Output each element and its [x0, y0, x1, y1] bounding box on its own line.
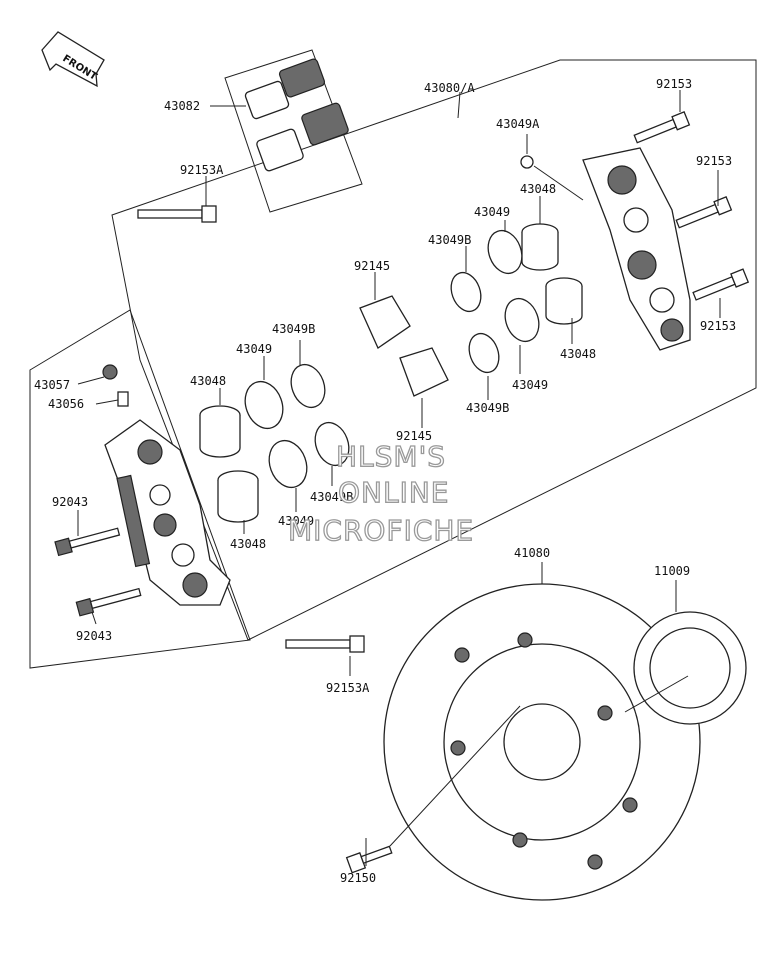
- watermark-line-2: ONLINE: [338, 476, 449, 509]
- bolt-92043-bottom: [75, 587, 142, 617]
- label-43049a: 43049A: [496, 117, 540, 131]
- leader-lines: [77, 90, 721, 866]
- right-caliper-half: [582, 147, 691, 351]
- label-43049-r1: 43049: [474, 205, 510, 219]
- bolt-92153-top: [633, 111, 691, 144]
- seal-set: [244, 229, 540, 489]
- gasket-11009: [633, 611, 747, 725]
- piston-right-lower: [545, 277, 583, 325]
- bolt-92150: [345, 845, 393, 874]
- bolt-92153a-bottom: [285, 635, 365, 653]
- brake-disc: [383, 583, 701, 901]
- label-43048-l2: 43048: [230, 537, 266, 551]
- piston-left-upper: [199, 405, 241, 458]
- assembly-outline-right: [111, 59, 757, 641]
- watermark-line-1: HLSM'S: [336, 440, 446, 473]
- label-43056: 43056: [48, 397, 84, 411]
- label-43049-r2: 43049: [512, 378, 548, 392]
- bolt-92153-lower: [692, 268, 750, 301]
- label-92153-2: 92153: [696, 154, 732, 168]
- label-92043-2: 92043: [76, 629, 112, 643]
- bleeder-cap-43057: [102, 364, 118, 380]
- label-92153-1: 92153: [656, 77, 692, 91]
- watermark-line-3: MICROFICHE: [288, 514, 474, 547]
- label-43048-l1: 43048: [190, 374, 226, 388]
- label-43049-l2: 43049: [278, 514, 314, 528]
- label-43057: 43057: [34, 378, 70, 392]
- label-43049b-r1: 43049B: [428, 233, 471, 247]
- bolt-92153-middle: [675, 196, 733, 229]
- piston-left-lower: [217, 470, 259, 523]
- label-43082: 43082: [164, 99, 200, 113]
- label-43048-r1: 43048: [520, 182, 556, 196]
- label-92153-3: 92153: [700, 319, 736, 333]
- label-92145-top: 92145: [354, 259, 390, 273]
- bolt-92153a-top: [137, 205, 217, 223]
- piston-right-upper: [521, 223, 559, 271]
- label-43080a: 43080/A: [424, 81, 475, 95]
- pad-spring-upper: [359, 295, 411, 349]
- left-caliper-half: [104, 419, 231, 606]
- label-43049-l1: 43049: [236, 342, 272, 356]
- assembly-outline-left: [29, 309, 251, 669]
- front-arrow-icon: FRONT: [41, 31, 105, 88]
- brake-pad-set: [224, 49, 363, 213]
- label-43049b-l1: 43049B: [272, 322, 315, 336]
- label-41080: 41080: [514, 546, 550, 560]
- label-92145-bot: 92145: [396, 429, 432, 443]
- washer-43049a: [520, 155, 534, 169]
- label-11009: 11009: [654, 564, 690, 578]
- bolt-92043-top: [54, 527, 121, 557]
- label-43049b-l2: 43049B: [310, 490, 353, 504]
- bleeder-valve-43056: [117, 391, 129, 407]
- pad-spring-lower: [399, 347, 449, 397]
- label-43049b-r2: 43049B: [466, 401, 509, 415]
- label-92153a-top: 92153A: [180, 163, 224, 177]
- label-92150: 92150: [340, 871, 376, 885]
- label-92043-1: 92043: [52, 495, 88, 509]
- label-92153a-bot: 92153A: [326, 681, 370, 695]
- label-43048-r2: 43048: [560, 347, 596, 361]
